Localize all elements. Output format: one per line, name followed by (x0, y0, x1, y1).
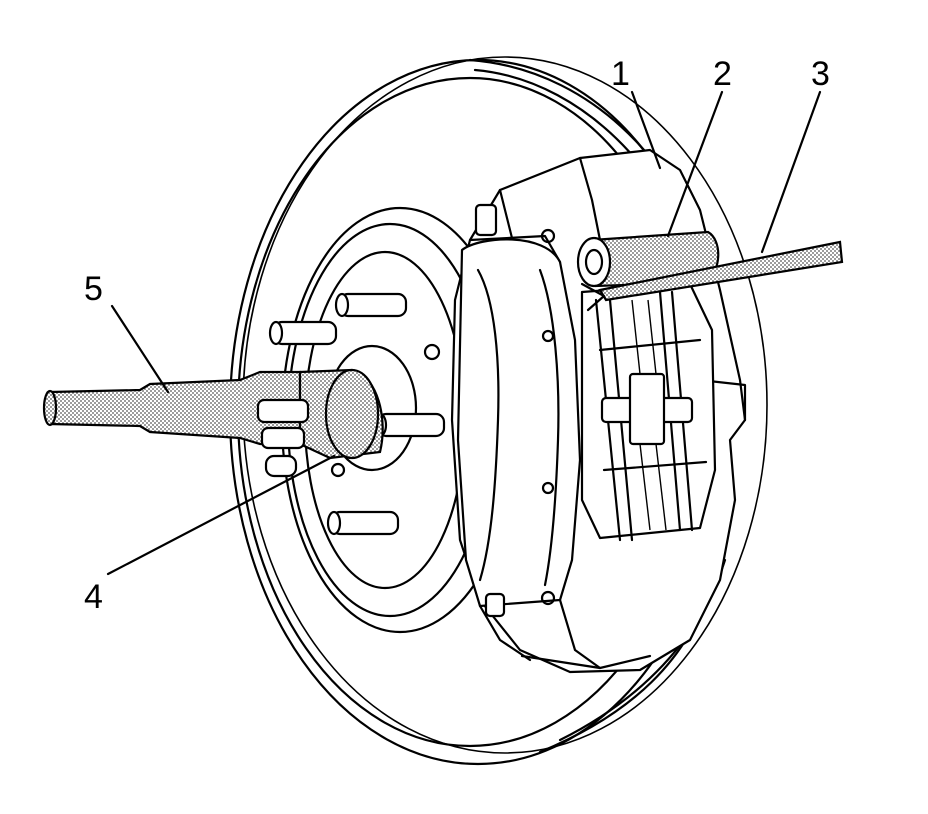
callout-4: 4 (84, 578, 103, 616)
wheel-stud (372, 412, 446, 438)
leader-line-4 (106, 454, 336, 576)
callouts: 1 2 3 4 5 (84, 55, 830, 616)
callout-2: 2 (713, 55, 732, 93)
callout-3: 3 (811, 55, 830, 93)
leader-line-2 (666, 90, 724, 238)
brake-pads (580, 282, 717, 542)
leader-lines (106, 90, 822, 576)
leader-line-5 (110, 304, 170, 394)
wheel-stud (264, 454, 298, 478)
wheel-stud (326, 510, 400, 536)
leader-line-3 (760, 90, 822, 254)
pry-bar (580, 240, 844, 312)
wheel-stud (268, 320, 338, 346)
callout-1: 1 (611, 55, 630, 93)
wheel-stud (334, 292, 408, 318)
socket (256, 368, 384, 460)
leader-line-1 (630, 90, 662, 170)
callout-5: 5 (84, 270, 103, 308)
